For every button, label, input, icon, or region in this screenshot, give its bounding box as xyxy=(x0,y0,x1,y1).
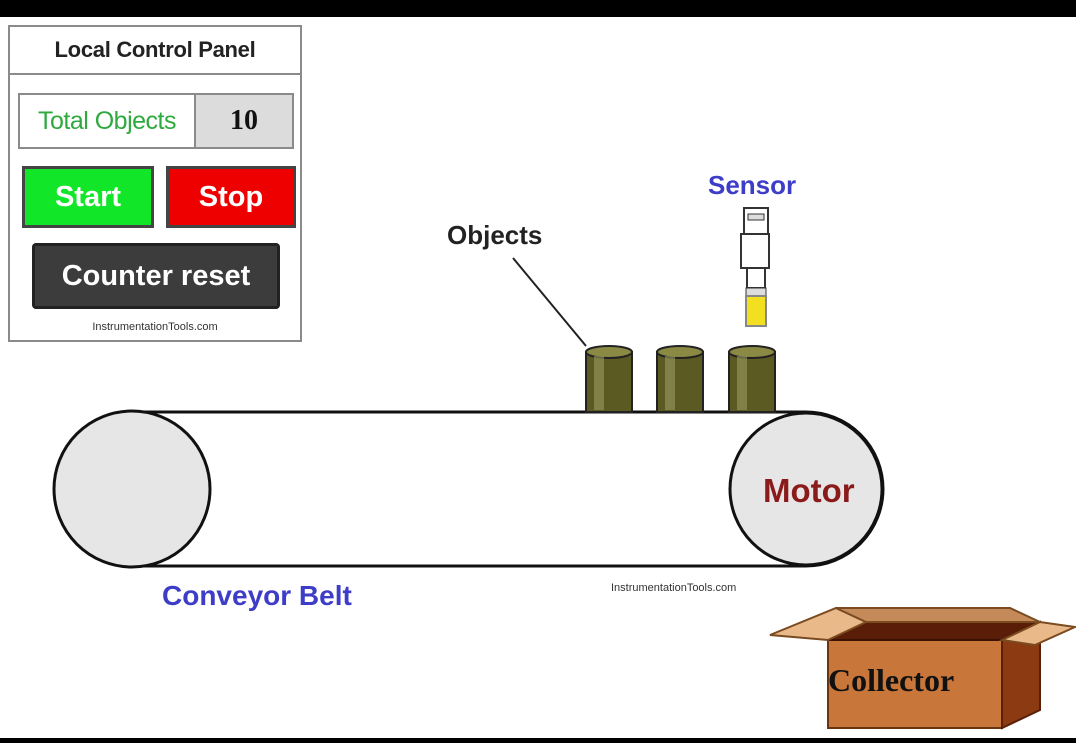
object-cylinder xyxy=(728,345,776,413)
motor-label: Motor xyxy=(763,472,855,509)
top-black-bar xyxy=(0,0,1076,17)
panel-credit: InstrumentationTools.com xyxy=(92,321,218,333)
collector-label: Collector xyxy=(828,662,955,698)
stop-button[interactable]: Stop xyxy=(166,166,296,228)
diagram-credit: InstrumentationTools.com xyxy=(611,582,737,594)
bottom-black-bar xyxy=(0,738,1076,743)
panel-title: Local Control Panel xyxy=(10,27,300,75)
counter-reset-button[interactable]: Counter reset xyxy=(32,243,280,309)
sensor-icon xyxy=(740,207,770,327)
total-objects-label: Total Objects xyxy=(18,93,196,149)
motor-pulley xyxy=(728,411,884,567)
sensor-label: Sensor xyxy=(708,170,797,200)
total-objects-counter: 10 xyxy=(194,93,294,149)
objects-pointer-line xyxy=(512,257,587,347)
start-button[interactable]: Start xyxy=(22,166,154,228)
collector-box-icon xyxy=(769,606,1076,730)
local-control-panel: Local Control Panel Total Objects 10 Sta… xyxy=(8,25,302,342)
conveyor-belt-label: Conveyor Belt xyxy=(162,580,352,611)
objects-label: Objects xyxy=(447,220,543,250)
object-cylinder xyxy=(585,345,633,413)
left-pulley xyxy=(52,409,212,569)
object-cylinder xyxy=(656,345,704,413)
